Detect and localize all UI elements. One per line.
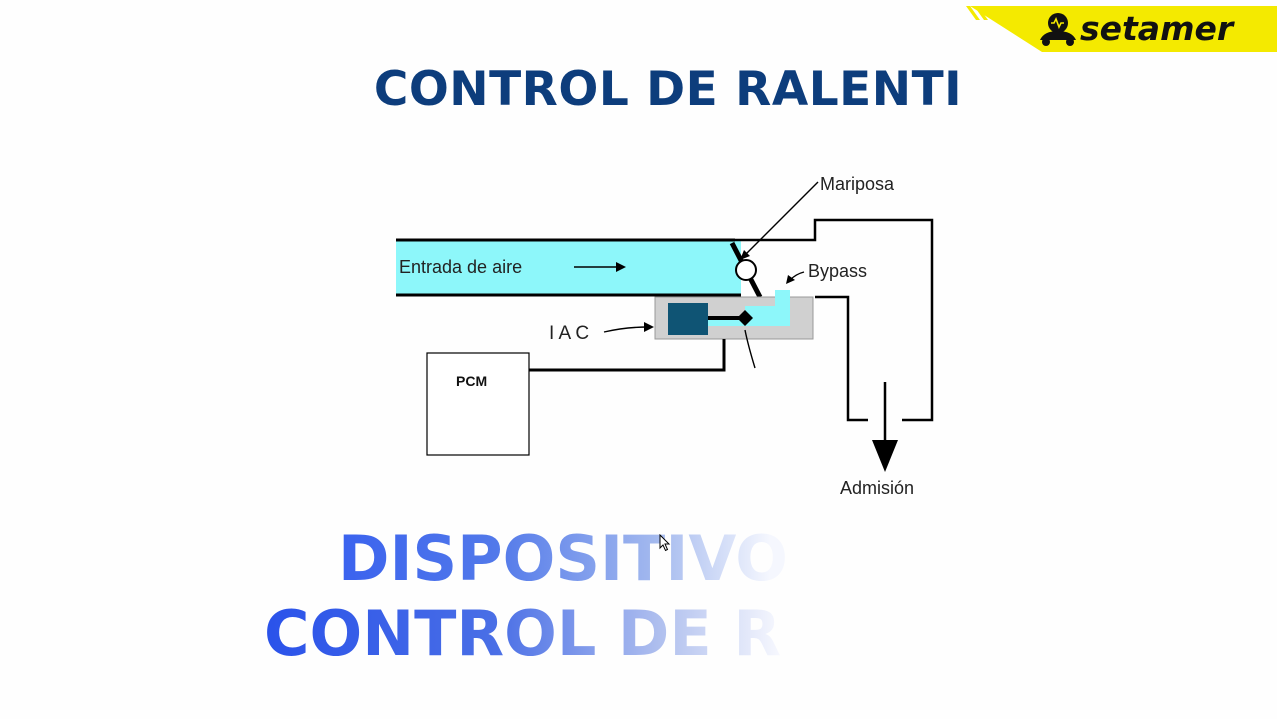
page-title: CONTROL DE RALENTI: [373, 62, 963, 117]
iac-valve: [737, 310, 753, 326]
iac-leader-head: [644, 322, 654, 332]
throttle-shaft: [735, 259, 757, 281]
bypass-flow-arrow: [744, 329, 756, 369]
mariposa-leader: [745, 181, 819, 255]
bypass-channel: [705, 290, 790, 326]
iac-diagram: Mariposa Entrada de aire Bypass I A C PC…: [396, 174, 934, 498]
mouse-cursor-icon: [659, 534, 671, 552]
pcm-label: PCM: [456, 373, 487, 389]
bypass-label: Bypass: [808, 261, 867, 281]
entrada-arrow-head: [616, 262, 626, 272]
entrada-label: Entrada de aire: [399, 257, 522, 277]
iac-leader: [603, 326, 649, 333]
setamer-logo: setamer: [966, 6, 1277, 52]
bypass-leader-head: [786, 275, 795, 284]
admission-arrowhead: [872, 440, 898, 472]
mariposa-leader-head: [740, 250, 750, 260]
iac-actuator: [668, 303, 708, 335]
mariposa-label: Mariposa: [820, 174, 895, 194]
intake-outline-inner: [815, 295, 868, 422]
intake-outline: [735, 218, 934, 422]
subtitle-line-1: DISPOSITIVO: [338, 522, 789, 595]
logo-text: setamer: [1080, 9, 1235, 48]
pcm-wire: [529, 339, 726, 372]
iac-label: I A C: [549, 323, 589, 344]
air-duct: [396, 240, 741, 295]
subtitle-line-2: CONTROL DE R: [264, 597, 782, 670]
admision-label: Admisión: [840, 478, 914, 498]
car-icon: [1040, 13, 1076, 46]
pcm-box: [426, 352, 530, 456]
